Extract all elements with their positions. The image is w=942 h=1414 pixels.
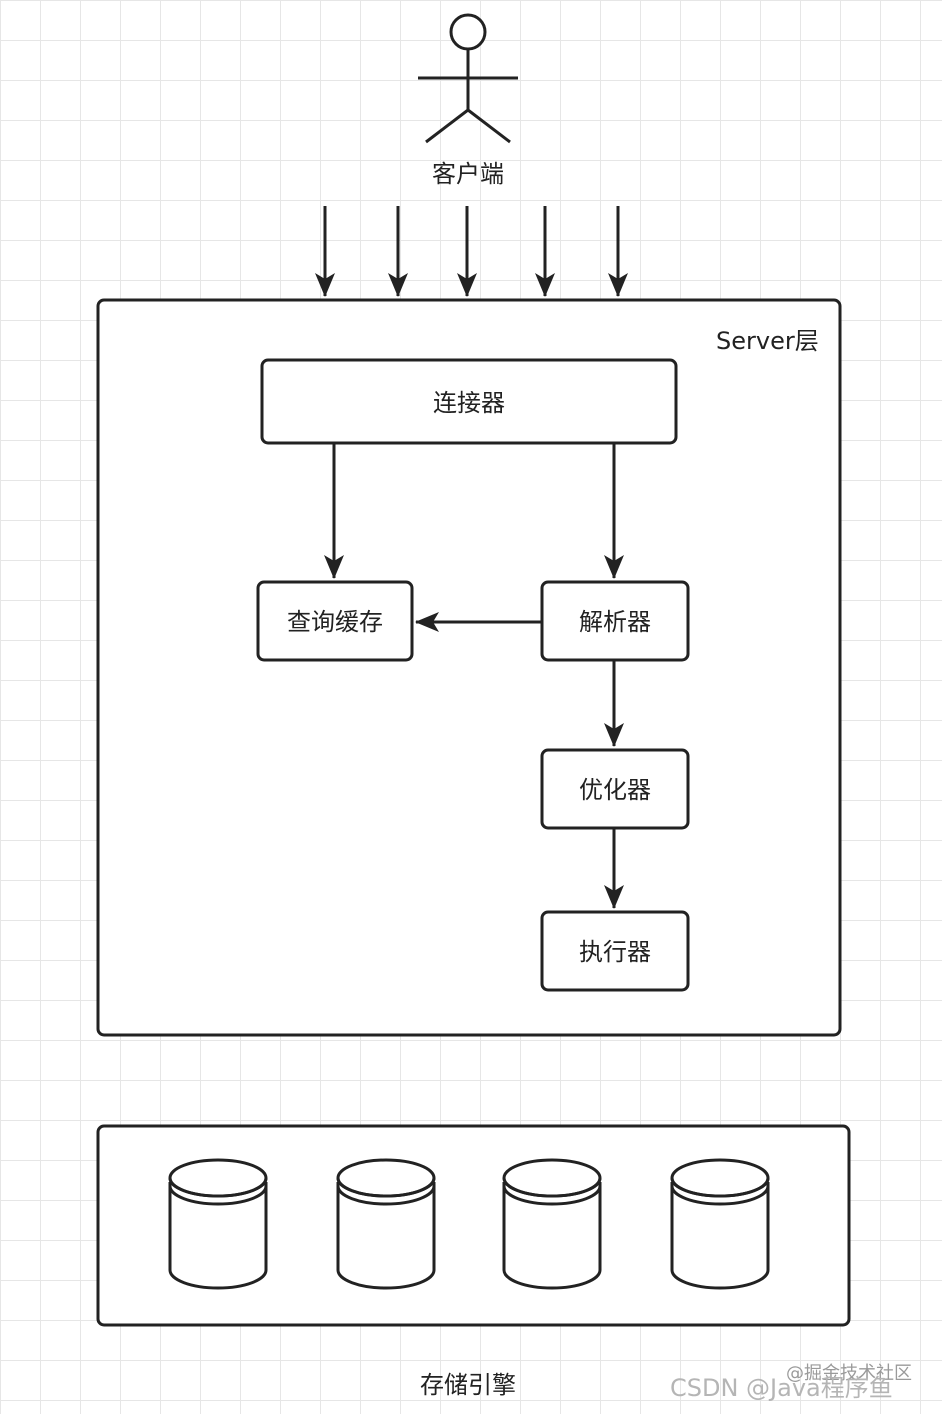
query-cache-box <box>256 580 414 662</box>
database-cylinder-icon <box>502 1158 602 1290</box>
connector-label: 连接器 <box>433 389 505 417</box>
connector-box <box>260 358 678 445</box>
database-cylinder-icon <box>168 1158 268 1290</box>
juejin-watermark: @掘金技术社区 <box>786 1363 912 1384</box>
database-cylinder-icon <box>670 1158 770 1290</box>
parser-label: 解析器 <box>579 608 651 636</box>
csdn-watermark: CSDN @Java程序鱼 <box>670 1374 893 1402</box>
client-label: 客户端 <box>432 160 504 188</box>
database-cylinders <box>168 1158 770 1290</box>
server-layer-box <box>96 298 842 1037</box>
optimizer-label: 优化器 <box>579 776 651 804</box>
client-request-arrows <box>315 206 628 297</box>
database-cylinder-icon <box>336 1158 436 1290</box>
query-cache-label: 查询缓存 <box>287 608 383 636</box>
storage-engine-label: 存储引擎 <box>420 1371 516 1399</box>
executor-label: 执行器 <box>579 938 651 966</box>
client-actor-icon <box>418 13 518 144</box>
storage-engine-box <box>96 1124 851 1327</box>
server-layer-title: Server层 <box>716 327 819 355</box>
executor-box <box>540 910 690 992</box>
